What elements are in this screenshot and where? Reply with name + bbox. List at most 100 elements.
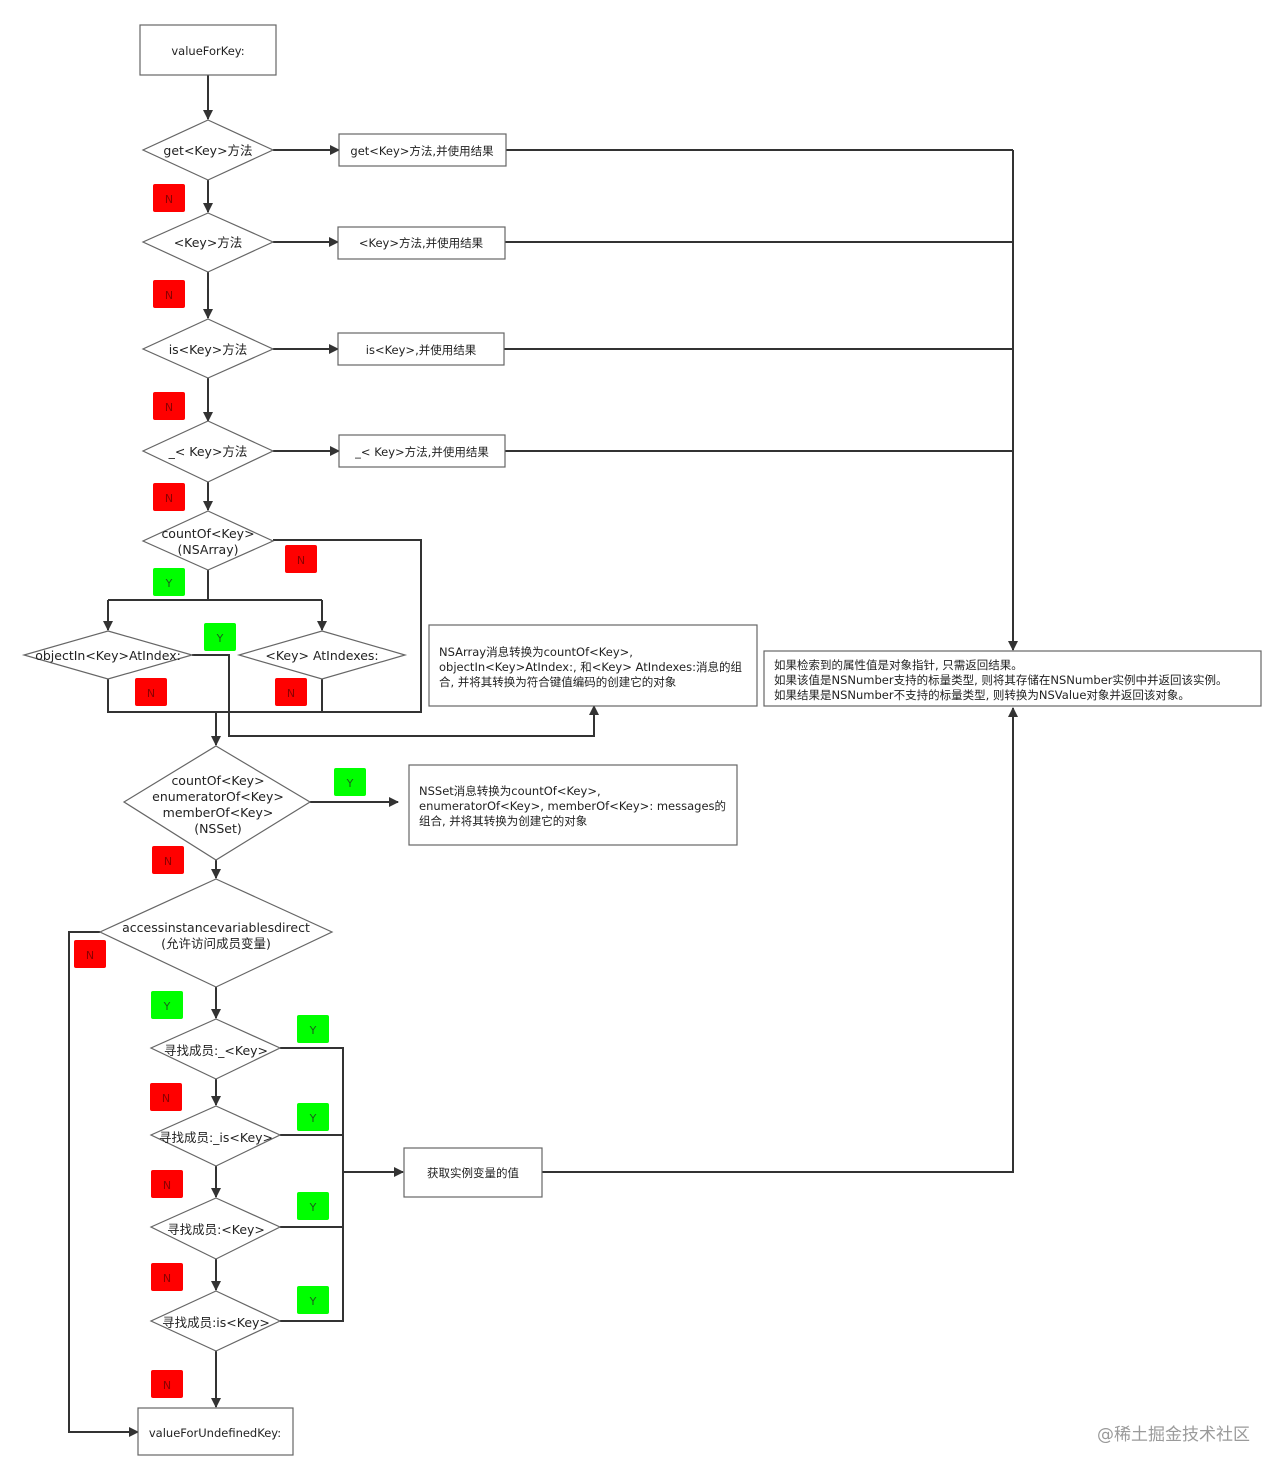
- yes-badge: Y: [297, 1286, 329, 1314]
- no-badge-text: N: [165, 401, 173, 414]
- yes-badge-text: Y: [309, 1112, 317, 1125]
- result-get-box: [338, 133, 507, 167]
- yes-badge: Y: [153, 568, 185, 596]
- yes-badge-text: Y: [346, 777, 354, 790]
- result-is-label: is<Key>,并使用结果: [366, 343, 477, 357]
- edge-count-no-loop: [107, 539, 422, 713]
- yes-badge-text: Y: [309, 1201, 317, 1214]
- note-nsarray-line-3: 合, 并将其转换为符合键值编码的创建它的对象: [439, 675, 676, 689]
- edge-find-yes-bus: [280, 1047, 344, 1322]
- badges: N N N N Y N Y N N Y N N Y Y N Y N Y N Y …: [74, 184, 366, 1398]
- no-badge: N: [153, 483, 185, 511]
- no-badge-text: N: [163, 1272, 171, 1285]
- decision-objectin-atindex: [21, 630, 195, 680]
- node-labels: valueForKey: get<Key>方法 <Key>方法 is<Key>方…: [35, 44, 519, 1440]
- note-labels: NSArray消息转换为countOf<Key>, objectIn<Key>A…: [419, 645, 1228, 828]
- no-badge-text: N: [287, 687, 295, 700]
- result-key-box: [337, 226, 506, 260]
- no-badge-text: N: [86, 949, 94, 962]
- find4-label: 寻找成员:is<Key>: [162, 1315, 270, 1330]
- note-nsset-line-2: enumeratorOf<Key>, memberOf<Key>: messag…: [419, 799, 726, 813]
- result-underscore-label: _< Key>方法,并使用结果: [354, 445, 489, 459]
- note-final-line-1: 如果检索到的属性值是对象指针, 只需返回结果。: [774, 658, 1023, 672]
- start-node: [139, 24, 277, 76]
- no-badge: N: [135, 678, 167, 706]
- yes-badge-text: Y: [309, 1295, 317, 1308]
- no-badge: N: [153, 392, 185, 420]
- decision-is-method: [141, 318, 275, 379]
- no-badge: N: [285, 545, 317, 573]
- decision-underscore-method: [141, 420, 275, 483]
- yes-badge: Y: [297, 1103, 329, 1131]
- underscore-method-label: _< Key>方法: [168, 444, 248, 459]
- no-badge-text: N: [165, 193, 173, 206]
- no-badge-text: N: [147, 687, 155, 700]
- result-get-label: get<Key>方法,并使用结果: [350, 144, 494, 158]
- decision-find-underscore-is-key: [149, 1105, 282, 1167]
- note-nsarray-line-2: objectIn<Key>AtIndex:, 和<Key> AtIndexes:…: [439, 660, 742, 674]
- find2-label: 寻找成员:_is<Key>: [159, 1130, 273, 1145]
- access-label-1: accessinstancevariablesdirect: [122, 920, 310, 935]
- decision-key-method: [141, 212, 275, 273]
- atindexes-label: <Key> AtIndexes:: [265, 648, 378, 663]
- yes-badge-text: Y: [163, 1000, 171, 1013]
- yes-badge-text: Y: [165, 577, 173, 590]
- start-label: valueForKey:: [171, 44, 244, 58]
- no-badge-text: N: [165, 289, 173, 302]
- no-badge-text: N: [164, 855, 172, 868]
- find3-label: 寻找成员:<Key>: [167, 1222, 265, 1237]
- yes-badge: Y: [334, 768, 366, 796]
- key-method-label: <Key>方法: [174, 235, 243, 250]
- decision-get-method: [141, 119, 275, 181]
- result-ivar-box: [403, 1147, 543, 1198]
- decision-nsset: [122, 745, 312, 861]
- yes-badge: Y: [151, 991, 183, 1019]
- no-badge: N: [151, 1370, 183, 1398]
- result-ivar-label: 获取实例变量的值: [427, 1166, 519, 1180]
- decision-countof-nsarray: [141, 510, 275, 571]
- end-label: valueForUndefinedKey:: [149, 1426, 281, 1440]
- no-badge-text: N: [163, 1179, 171, 1192]
- countof-label-1: countOf<Key>: [161, 526, 254, 541]
- yes-badge-text: Y: [216, 632, 224, 645]
- no-badge-text: N: [297, 554, 305, 567]
- flow-nodes: [21, 24, 1262, 1456]
- no-badge: N: [150, 1083, 182, 1111]
- decision-find-is-key: [149, 1290, 282, 1352]
- decision-find-key: [149, 1197, 282, 1260]
- decision-access-ivars: [98, 878, 334, 988]
- no-badge-text: N: [162, 1092, 170, 1105]
- result-key-label: <Key>方法,并使用结果: [359, 236, 484, 250]
- access-label-2: (允许访问成员变量): [161, 936, 271, 951]
- nsset-label-3: memberOf<Key>: [163, 805, 274, 820]
- note-nsset-line-3: 组合, 并将其转换为创建它的对象: [419, 814, 587, 828]
- objectin-label: objectIn<Key>AtIndex:: [35, 648, 181, 663]
- is-method-label: is<Key>方法: [169, 342, 248, 357]
- nsset-label-4: (NSSet): [194, 821, 242, 836]
- connectors: [68, 75, 1018, 1437]
- yes-badge: Y: [297, 1192, 329, 1220]
- result-is-box: [337, 332, 505, 366]
- note-final-line-2: 如果该值是NSNumber支持的标量类型, 则将其存储在NSNumber实例中并…: [774, 673, 1228, 687]
- edge-access-no: [68, 931, 139, 1437]
- decision-find-underscore-key: [149, 1018, 282, 1080]
- decision-atindexes: [236, 630, 408, 680]
- watermark: @稀土掘金技术社区: [1097, 1425, 1250, 1445]
- no-badge-text: N: [165, 492, 173, 505]
- edge-ivar-to-final: [542, 707, 1018, 1173]
- yes-badge: Y: [204, 623, 236, 651]
- nsset-label-2: enumeratorOf<Key>: [152, 789, 284, 804]
- nsset-label-1: countOf<Key>: [171, 773, 264, 788]
- edge-objectin-yes: [192, 654, 599, 737]
- find1-label: 寻找成员:_<Key>: [164, 1043, 268, 1058]
- note-final-line-3: 如果结果是NSNumber不支持的标量类型, 则转换为NSValue对象并返回该…: [774, 688, 1190, 702]
- end-node: [137, 1407, 294, 1456]
- no-badge: N: [152, 846, 184, 874]
- no-badge: N: [275, 678, 307, 706]
- yes-badge: Y: [297, 1015, 329, 1043]
- no-badge-text: N: [163, 1379, 171, 1392]
- countof-label-2: (NSArray): [178, 542, 239, 557]
- no-badge: N: [74, 940, 106, 968]
- result-underscore-box: [338, 434, 506, 468]
